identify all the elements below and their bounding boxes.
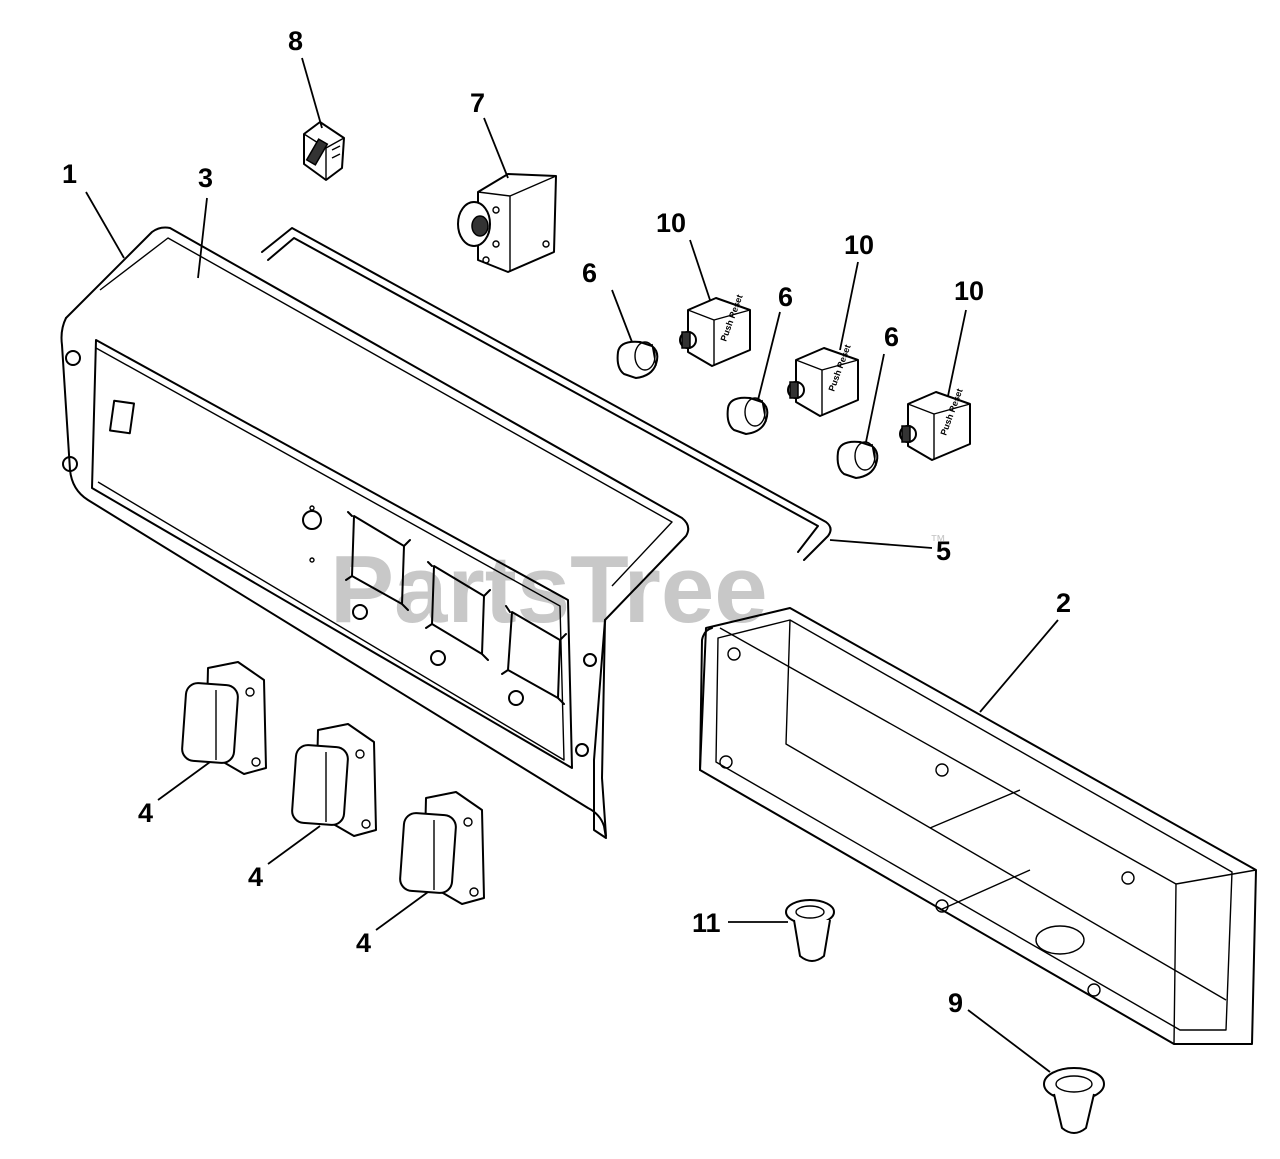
part-breaker: Push Reset: [787, 343, 859, 417]
part-breaker: Push Reset: [899, 387, 971, 461]
callout-4: 4: [138, 798, 153, 828]
callout-6: 6: [778, 282, 793, 312]
callout-11: 11: [692, 908, 721, 938]
callout-9: 9: [948, 988, 963, 1018]
part-grommet-large: [1043, 1067, 1105, 1134]
callouts: 1 2 3 4 4 4 5 6 6 6 7 8 9 10 10 10 11: [62, 26, 1071, 1018]
part-rod: [261, 227, 832, 561]
part-cap: [836, 440, 879, 479]
part-control-panel: [60, 226, 690, 839]
leader-lines: [85, 57, 1059, 1073]
screw-hole: [62, 456, 78, 472]
screw-hole: [575, 743, 589, 757]
part-back-box: [699, 607, 1257, 1045]
watermark: PartsTree ™: [330, 533, 946, 643]
part-grommet-small: [785, 899, 835, 962]
callout-6: 6: [884, 322, 899, 352]
callout-1: 1: [62, 159, 77, 189]
callout-7: 7: [470, 88, 485, 118]
screw-hole: [583, 653, 597, 667]
part-main-breaker: [457, 173, 557, 273]
screw-hole: [65, 350, 81, 366]
callout-10: 10: [844, 230, 874, 260]
part-rocker-switch: [303, 121, 345, 181]
callout-10: 10: [656, 208, 686, 238]
watermark-trademark: ™: [930, 533, 946, 550]
callout-10: 10: [954, 276, 984, 306]
callout-4: 4: [248, 862, 263, 892]
part-breaker: Push Reset: [679, 293, 751, 367]
part-outlet: [399, 791, 485, 905]
callout-6: 6: [582, 258, 597, 288]
callout-5: 5: [936, 536, 951, 566]
part-cap: [726, 396, 769, 435]
part-outlet: [291, 723, 377, 837]
part-outlet: [181, 661, 267, 775]
callout-8: 8: [288, 26, 303, 56]
callout-2: 2: [1056, 588, 1071, 618]
callout-3: 3: [198, 163, 213, 193]
callout-4: 4: [356, 928, 371, 958]
part-cap: [616, 340, 659, 379]
